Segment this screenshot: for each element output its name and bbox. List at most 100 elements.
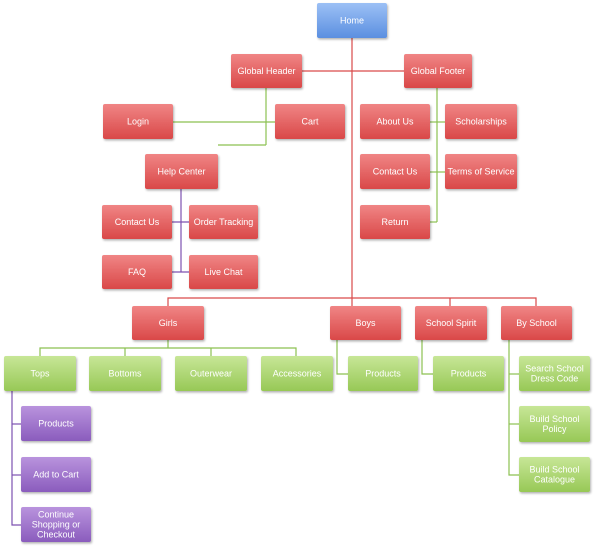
connector-tops-children: [11, 391, 21, 526]
node-box: [360, 104, 430, 139]
node-label: Catalogue: [534, 475, 575, 485]
node-accessories[interactable]: Accessories: [261, 356, 333, 391]
node-contact-us-footer[interactable]: Contact Us: [360, 154, 430, 189]
node-box: [445, 154, 517, 189]
node-label: Global Header: [237, 66, 295, 76]
node-bottoms[interactable]: Bottoms: [89, 356, 161, 391]
node-box: [21, 507, 91, 542]
node-label: Bottoms: [108, 369, 142, 379]
node-boys[interactable]: Boys: [330, 306, 401, 340]
node-label: Accessories: [273, 369, 322, 379]
node-label: Contact Us: [115, 217, 160, 227]
node-tops-products[interactable]: Products: [21, 406, 91, 441]
node-terms-of-service[interactable]: Terms of Service: [445, 154, 517, 189]
node-label: Scholarships: [455, 117, 507, 127]
node-box: [102, 205, 172, 239]
node-box: [189, 205, 258, 239]
node-label: Products: [451, 369, 487, 379]
node-label: Products: [38, 419, 74, 429]
diagram-nodes: Home Global Header Global Footer Login C…: [4, 3, 590, 542]
node-order-tracking[interactable]: Order Tracking: [189, 205, 258, 239]
node-box: [519, 356, 590, 391]
node-login[interactable]: Login: [103, 104, 173, 139]
connectors: [11, 38, 537, 526]
node-label: Home: [340, 16, 364, 26]
node-label: Build School: [529, 414, 579, 424]
node-box: [132, 306, 204, 340]
node-label: Order Tracking: [194, 217, 254, 227]
node-box: [261, 356, 333, 391]
node-return[interactable]: Return: [360, 205, 430, 239]
node-label: FAQ: [128, 267, 146, 277]
node-label: Dress Code: [531, 374, 579, 384]
node-school-spirit[interactable]: School Spirit: [415, 306, 487, 340]
node-label: Shopping or: [32, 520, 81, 530]
node-box: [4, 356, 76, 391]
node-label: Login: [127, 117, 149, 127]
node-box: [145, 154, 218, 189]
node-label: Build School: [529, 465, 579, 475]
node-box: [501, 306, 572, 340]
node-label: Help Center: [157, 167, 205, 177]
node-outerwear[interactable]: Outerwear: [175, 356, 247, 391]
node-by-school[interactable]: By School: [501, 306, 572, 340]
node-box: [433, 356, 504, 391]
node-box: [330, 306, 401, 340]
node-live-chat[interactable]: Live Chat: [189, 255, 258, 289]
node-label: Cart: [301, 117, 319, 127]
node-global-header[interactable]: Global Header: [231, 54, 302, 88]
connector-girls-bar: [39, 347, 297, 356]
node-box: [21, 457, 91, 492]
node-girls[interactable]: Girls: [132, 306, 204, 340]
node-label: Girls: [159, 318, 178, 328]
node-box: [275, 104, 345, 139]
node-about-us[interactable]: About Us: [360, 104, 430, 139]
connector-byschool-children: [508, 340, 519, 476]
node-add-to-cart[interactable]: Add to Cart: [21, 457, 91, 492]
node-label: Return: [381, 217, 408, 227]
node-box: [445, 104, 517, 139]
connector-spirit-products: [421, 340, 433, 375]
node-home[interactable]: Home: [317, 3, 387, 38]
node-contact-us-help[interactable]: Contact Us: [102, 205, 172, 239]
node-box: [89, 356, 161, 391]
node-tops[interactable]: Tops: [4, 356, 76, 391]
node-box: [103, 104, 173, 139]
node-label: Add to Cart: [33, 470, 79, 480]
node-box: [21, 406, 91, 441]
node-label: Contact Us: [373, 167, 418, 177]
node-scholarships[interactable]: Scholarships: [445, 104, 517, 139]
node-label: Policy: [542, 424, 567, 434]
node-box: [519, 406, 590, 442]
node-label: By School: [516, 318, 557, 328]
node-box: [102, 255, 172, 289]
node-box: [415, 306, 487, 340]
node-box: [231, 54, 302, 88]
node-box: [348, 356, 418, 391]
node-help-center[interactable]: Help Center: [145, 154, 218, 189]
node-spirit-products[interactable]: Products: [433, 356, 504, 391]
node-faq[interactable]: FAQ: [102, 255, 172, 289]
node-box: [317, 3, 387, 38]
node-box: [404, 54, 472, 88]
node-label: Live Chat: [204, 267, 243, 277]
node-box: [175, 356, 247, 391]
node-cart[interactable]: Cart: [275, 104, 345, 139]
node-label: Products: [365, 369, 401, 379]
node-label: Terms of Service: [447, 167, 514, 177]
node-label: Boys: [355, 318, 376, 328]
node-box: [360, 154, 430, 189]
node-label: Checkout: [37, 530, 76, 540]
node-label: Continue: [38, 510, 74, 520]
node-global-footer[interactable]: Global Footer: [404, 54, 472, 88]
node-boys-products[interactable]: Products: [348, 356, 418, 391]
node-label: Search School: [525, 364, 584, 374]
node-box: [189, 255, 258, 289]
node-label: About Us: [376, 117, 414, 127]
node-box: [360, 205, 430, 239]
